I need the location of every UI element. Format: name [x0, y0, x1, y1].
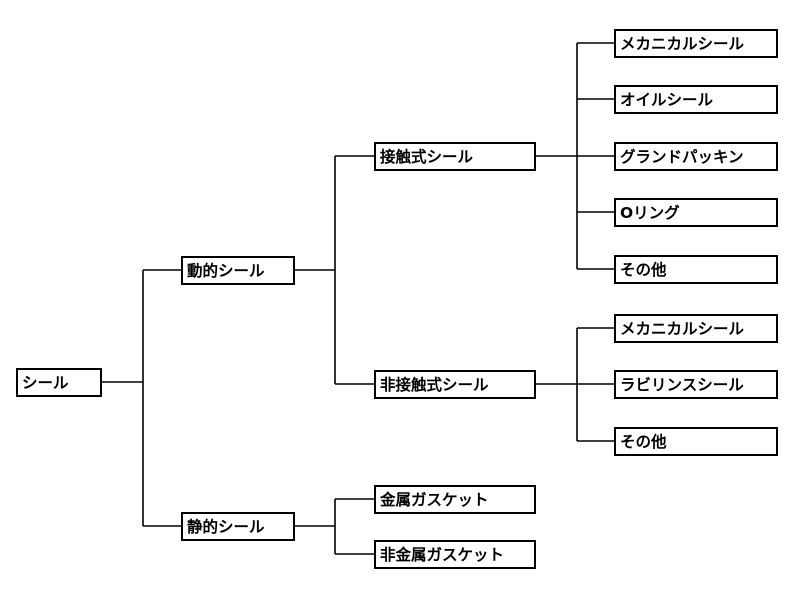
node-nonmetal-gasket: 非金属ガスケット [374, 540, 536, 569]
node-contact-mechanical-seal: メカニカルシール [614, 29, 778, 58]
node-gland-packing: グランドパッキン [614, 142, 778, 171]
node-noncontact-other: その他 [614, 427, 778, 456]
node-static-seal: 静的シール [181, 512, 295, 541]
node-oil-seal: オイルシール [614, 85, 778, 114]
node-contact-seal: 接触式シール [374, 142, 536, 171]
node-noncontact-mechanical-seal: メカニカルシール [614, 314, 778, 343]
node-dynamic-seal: 動的シール [181, 256, 295, 285]
node-metal-gasket: 金属ガスケット [374, 485, 536, 514]
node-contact-other: その他 [614, 255, 778, 284]
node-o-ring: Oリング [614, 198, 778, 227]
node-seal: シール [16, 368, 102, 397]
node-noncontact-seal: 非接触式シール [374, 370, 536, 399]
node-labyrinth-seal: ラビリンスシール [614, 370, 778, 399]
